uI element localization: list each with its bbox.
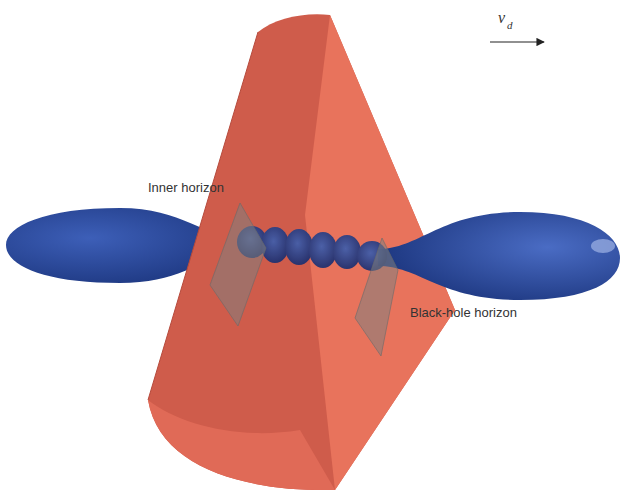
- horizon-label: Inner horizon: [148, 180, 224, 196]
- waveguide-end: [148, 400, 335, 490]
- velocity-subscript: d: [507, 19, 513, 32]
- black-hole-horizon-plane: [355, 238, 398, 356]
- velocity-symbol: v: [498, 8, 505, 27]
- inner-horizon-plane: [210, 203, 266, 326]
- horizon-label: Black-hole horizon: [410, 305, 517, 321]
- velocity-arrow: [490, 41, 544, 42]
- wave-lobe-right: [378, 212, 620, 300]
- lobe-highlight: [591, 239, 615, 253]
